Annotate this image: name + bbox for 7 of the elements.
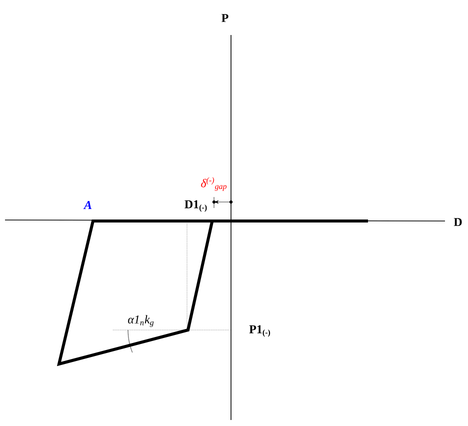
axis-label: P — [222, 14, 228, 22]
slope-label: α1$_{n}$k$_{g}$ — [128, 315, 154, 327]
axis-label: D — [454, 218, 462, 226]
point-label: A — [83, 201, 92, 209]
point-label: D1$_{(-)}$ — [184, 200, 207, 212]
gap-label: δ$^{(-)}$gap — [201, 177, 227, 191]
point-label: P1$_{(-)}$ — [249, 325, 270, 337]
